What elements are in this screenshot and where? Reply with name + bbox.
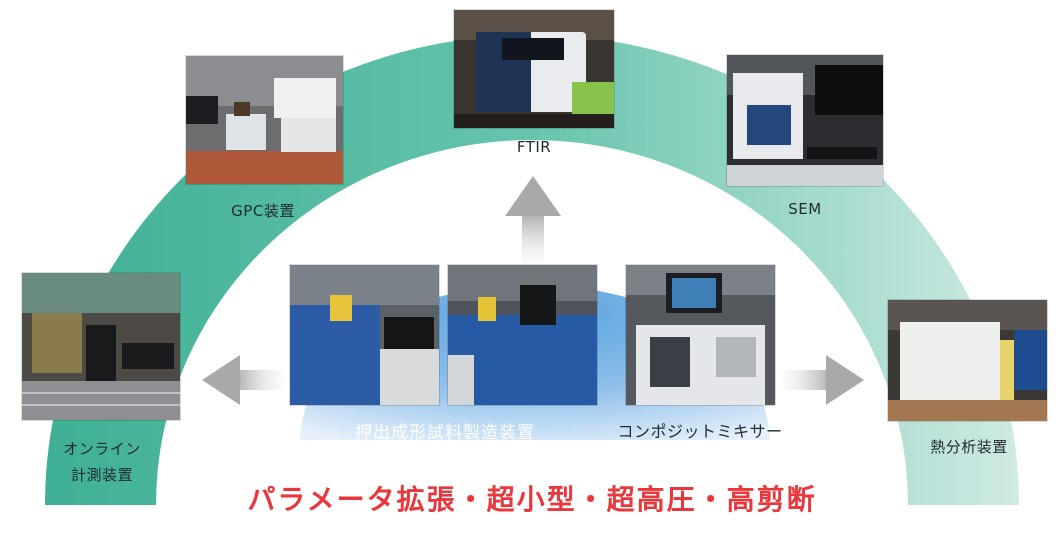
slogan-text: パラメータ拡張・超小型・超高圧・高剪断 — [247, 483, 817, 516]
ftir-label: FTIR — [516, 138, 552, 156]
extruder-label: 押出成形試料製造装置 — [355, 423, 535, 443]
extruder-photo-2 — [448, 265, 597, 405]
arrow-right-icon — [776, 355, 864, 405]
arrow-left-icon — [202, 355, 290, 405]
online-label-line2: 計測装置 — [70, 466, 133, 484]
gpc-photo — [186, 56, 343, 184]
extruder-photo-1 — [290, 265, 439, 405]
sem-label: SEM — [788, 200, 822, 218]
mixer-photo — [626, 265, 775, 405]
online-measurement-label: オンライン 計測装置 — [52, 436, 152, 488]
online-label-line1: オンライン — [63, 440, 141, 458]
thermal-analysis-label: 熱分析装置 — [930, 438, 1008, 456]
sem-photo — [727, 55, 883, 186]
gpc-label: GPC装置 — [231, 202, 295, 220]
arrow-up-icon — [505, 176, 561, 272]
thermal-analysis-photo — [888, 300, 1047, 421]
mixer-label: コンポジットミキサー — [617, 422, 783, 441]
ftir-photo — [454, 10, 614, 128]
online-measurement-photo — [22, 273, 180, 420]
